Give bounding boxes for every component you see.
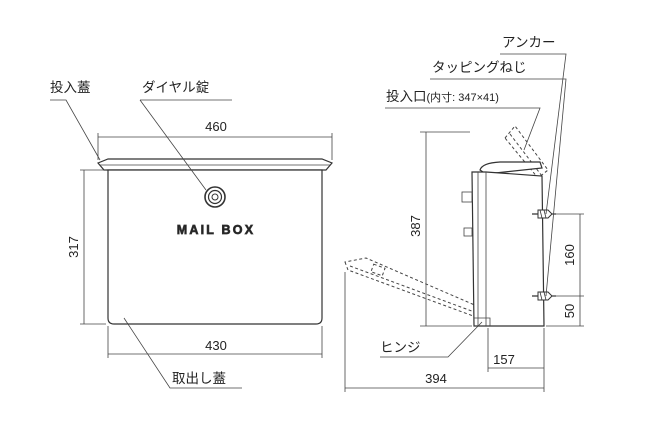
label-tapping-screw: タッピングねじ	[432, 60, 527, 75]
label-slot-prefix: 投入口	[386, 89, 427, 104]
dim-top-width: 460	[205, 119, 227, 134]
side-body	[471, 171, 545, 327]
dial-lock-icon	[204, 186, 226, 208]
side-view: 387 160 50 157 394 アンカー タッピングねじ 投入口(内寸: …	[344, 35, 584, 392]
front-view: MAIL BOX 460 430 317 投入蓋 ダイヤル錠 取出し蓋	[50, 80, 334, 389]
label-anchor: アンカー	[502, 35, 555, 50]
slot-lid-shape	[96, 158, 334, 171]
front-body	[107, 169, 323, 325]
dim-side-height: 387	[408, 215, 423, 237]
side-slot-lid	[479, 161, 543, 175]
dim-front-height: 317	[66, 236, 81, 258]
label-dial-lock: ダイヤル錠	[142, 80, 210, 95]
dim-total-depth: 394	[425, 371, 447, 386]
dim-hinge-offset: 157	[493, 352, 515, 367]
label-slot-lid: 投入蓋	[50, 80, 91, 95]
dim-bottom-width: 430	[205, 338, 227, 353]
label-hinge: ヒンジ	[380, 340, 421, 355]
mailbox-text: MAIL BOX	[177, 223, 255, 237]
label-takeout-lid: 取出し蓋	[172, 371, 226, 386]
opened-takeout-lid	[344, 257, 501, 325]
label-slot-inner: (内寸: 347×41)	[427, 90, 499, 104]
dim-anchor-bottom: 50	[562, 304, 577, 318]
label-slot: 投入口(内寸: 347×41)	[386, 89, 499, 104]
dim-anchor-spacing: 160	[562, 244, 577, 266]
